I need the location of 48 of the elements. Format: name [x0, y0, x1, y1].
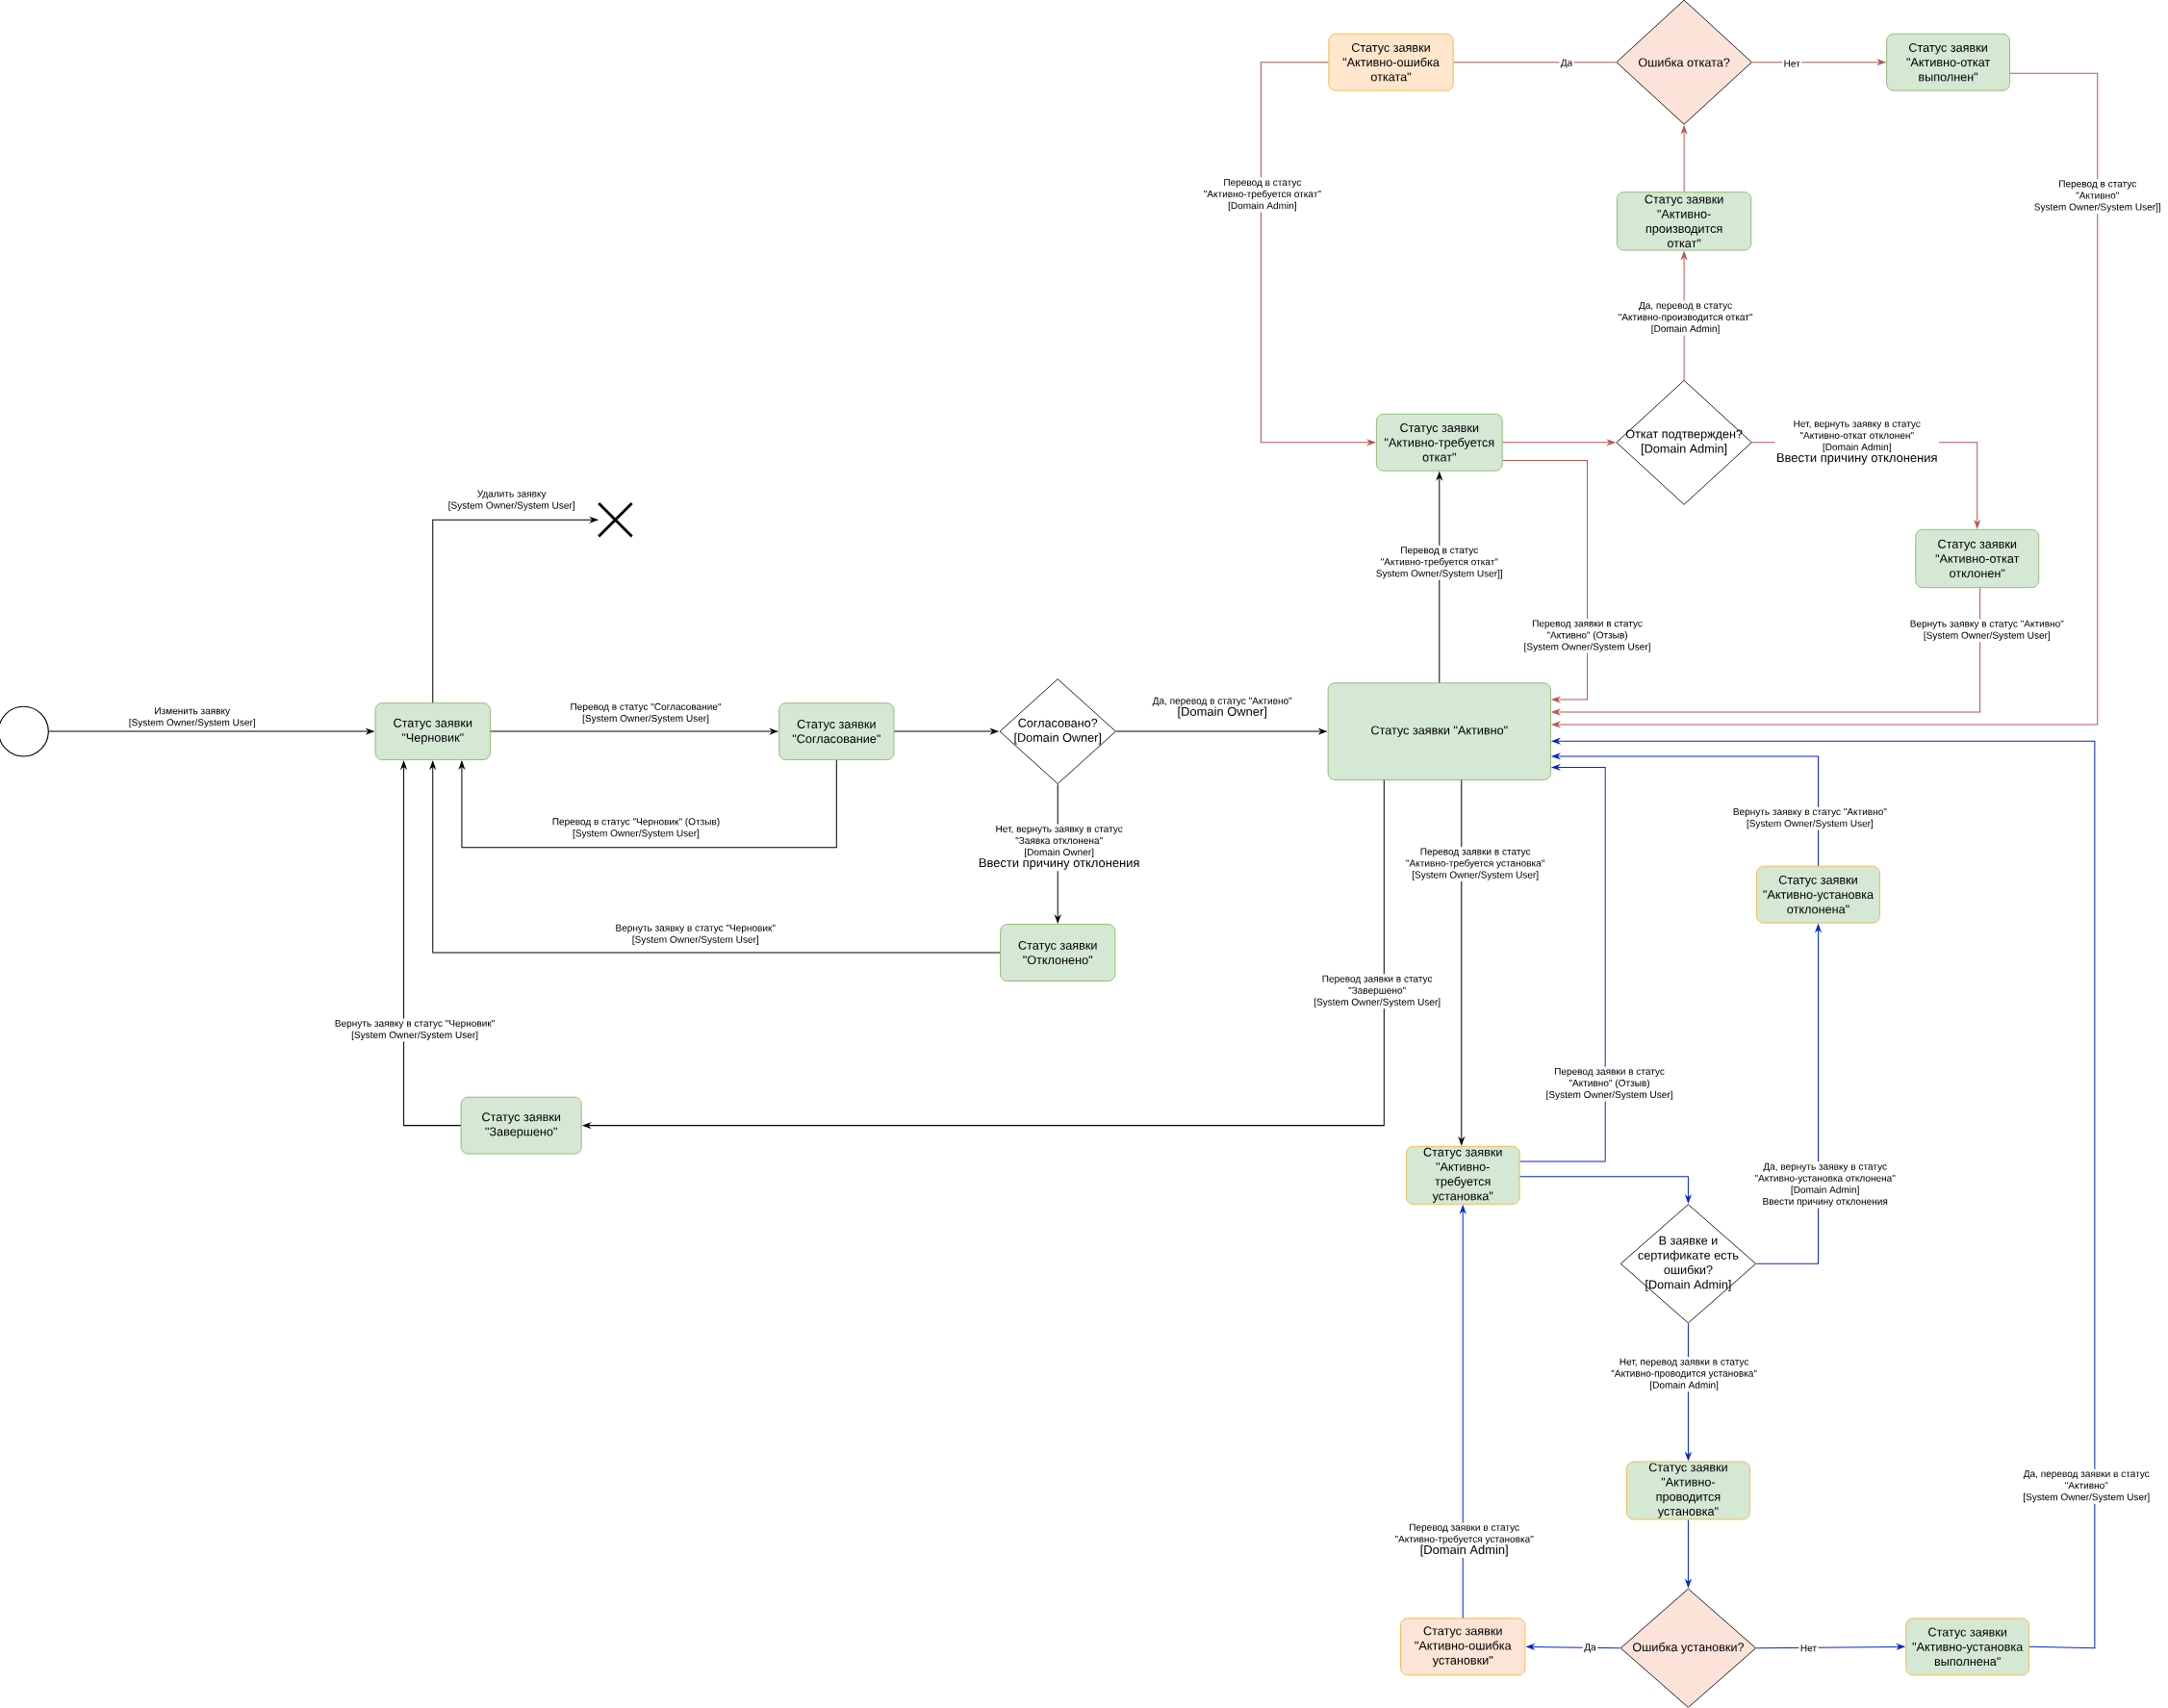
edge-label: Перевод заявки в статус "Завершено" [System Owner/System User]: [1312, 974, 1442, 1009]
edge-label: Перевод заявки в статус "Активно-требуется установка" [Domain Admin]: [1393, 1522, 1536, 1559]
edge-label: Перевод в статус "Активно" System Owner/System User]]: [2032, 179, 2163, 215]
edge-label: Изменить заявку [System Owner/System User]: [127, 706, 258, 729]
edge-label: Нет: [1798, 1644, 1819, 1653]
edge-label: Да: [1559, 58, 1574, 70]
state-box: Статус заявки "Активно": [1327, 682, 1551, 781]
edge-label: Нет, вернуть заявку в статус "Активно-откат отклонен" [Domain Admin] Ввести причину отклонения: [1774, 419, 1939, 467]
end-cross: [597, 501, 634, 539]
state-box: Статус заявки "Активно-ошибка установки": [1400, 1618, 1526, 1676]
edge-label: Перевод заявки в статус "Активно-требуется установка" [System Owner/System User]: [1404, 847, 1546, 882]
state-box: Статус заявки "Активно-проводится установка": [1626, 1461, 1750, 1520]
arrow: [1502, 460, 1589, 703]
edge-label: Перевод заявки в статус "Активно" (Отзыв) [System Owner/System User]: [1544, 1066, 1674, 1102]
edge-label: Нет: [1782, 59, 1802, 69]
state-box: Статус заявки "Завершено": [460, 1097, 582, 1155]
state-box: Статус заявки "Отклонено": [1000, 924, 1116, 982]
connector: [1453, 62, 1617, 64]
state-box: Статус заявки "Активно-ошибка отката": [1328, 34, 1454, 91]
edge-label: Перевод в статус "Согласование" [System Owner/System User]: [569, 701, 723, 726]
edge-label: Перевод в статус "Черновик" (Отзыв) [System Owner/System User]: [550, 816, 722, 841]
state-box: Статус заявки "Активно-требуется откат": [1376, 414, 1503, 472]
edge-label: Вернуть заявку в статус "Активно" [System Owner/System User]: [1908, 619, 2066, 643]
arrow: [1680, 125, 1688, 193]
edge-label: Вернуть заявку в статус "Активно" [System Owner/System User]: [1731, 806, 1889, 830]
edge-label: Удалить заявку [System Owner/System User]: [446, 489, 577, 513]
state-box: Статус заявки "Активно-откат выполнен": [1886, 34, 2010, 91]
state-box: Статус заявки "Активно-откат отклонен": [1915, 529, 2040, 589]
edge-label: Вернуть заявку в статус "Черновик" [System Owner/System User]: [614, 923, 778, 947]
arrow: [1519, 764, 1606, 1162]
edge-label: Да: [1582, 1643, 1598, 1654]
state-box: Статус заявки "Активно-требуется установка": [1405, 1146, 1520, 1206]
edge-label: Нет, перевод заявки в статус "Активно-проводится установка" [Domain Admin]: [1609, 1357, 1759, 1392]
state-box: Статус заявки "Согласование": [778, 702, 895, 761]
edge-label: Да, вернуть заявку в статус "Активно-установка отклонена" [Domain Admin] Ввести причину отклонения: [1753, 1161, 1898, 1209]
state-box: Статус заявки "Активно-производится откат": [1617, 191, 1752, 251]
edge-label: Да, перевод заявки в статус "Активно" [System Owner/System User]: [2021, 1468, 2152, 1504]
edge-label: Да, перевод в статус "Активно" [Domain Owner]: [1151, 696, 1294, 721]
state-box: Статус заявки "Черновик": [374, 702, 491, 761]
edge-label: Да, перевод в статус "Активно-производится откат" [Domain Admin]: [1617, 300, 1754, 336]
state-box: Статус заявки "Активно-установка отклонена": [1756, 866, 1880, 924]
state-box: Статус заявки "Активно-установка выполнена": [1905, 1618, 2030, 1676]
edge-label: Перевод в статус "Активно-требуется откат" System Owner/System User]]: [1374, 546, 1505, 581]
edge-label: Нет, вернуть заявку в статус "Заявка отклонена" [Domain Owner] Ввести причину отклонения: [977, 824, 1141, 872]
edge-label: Перевод заявки в статус "Активно" (Отзыв) [System Owner/System User]: [1522, 619, 1652, 654]
arrow: [458, 759, 837, 849]
edge-label: Вернуть заявку в статус "Черновик" [System Owner/System User]: [333, 1018, 497, 1042]
edge-label: Перевод в статус "Активно-требуется откат" [Domain Admin]: [1202, 177, 1323, 213]
